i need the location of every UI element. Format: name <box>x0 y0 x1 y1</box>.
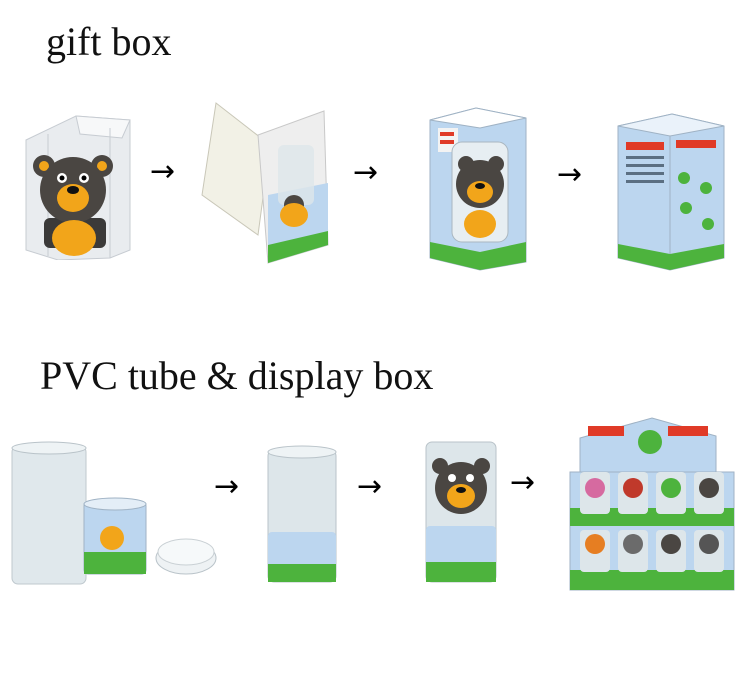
tube-parts-photo <box>11 441 217 585</box>
arrow-right-icon: → <box>510 465 536 500</box>
section-title-gift-box: gift box <box>46 19 172 64</box>
display-box-photo <box>569 417 735 591</box>
bear-open-box-photo <box>25 115 131 260</box>
box-back-photo <box>617 113 725 271</box>
labeled-tube-photo <box>267 445 337 583</box>
arrow-right-icon: → <box>557 157 583 192</box>
bear-window-box-photo <box>429 107 527 271</box>
bear-packing-box-photo <box>201 102 329 264</box>
arrow-right-icon: → <box>357 469 383 504</box>
bear-in-tube-photo <box>425 441 497 583</box>
arrow-right-icon: → <box>150 154 176 189</box>
section-title-pvc-tube: PVC tube & display box <box>40 353 434 398</box>
arrow-right-icon: → <box>353 155 379 190</box>
arrow-right-icon: → <box>214 469 240 504</box>
